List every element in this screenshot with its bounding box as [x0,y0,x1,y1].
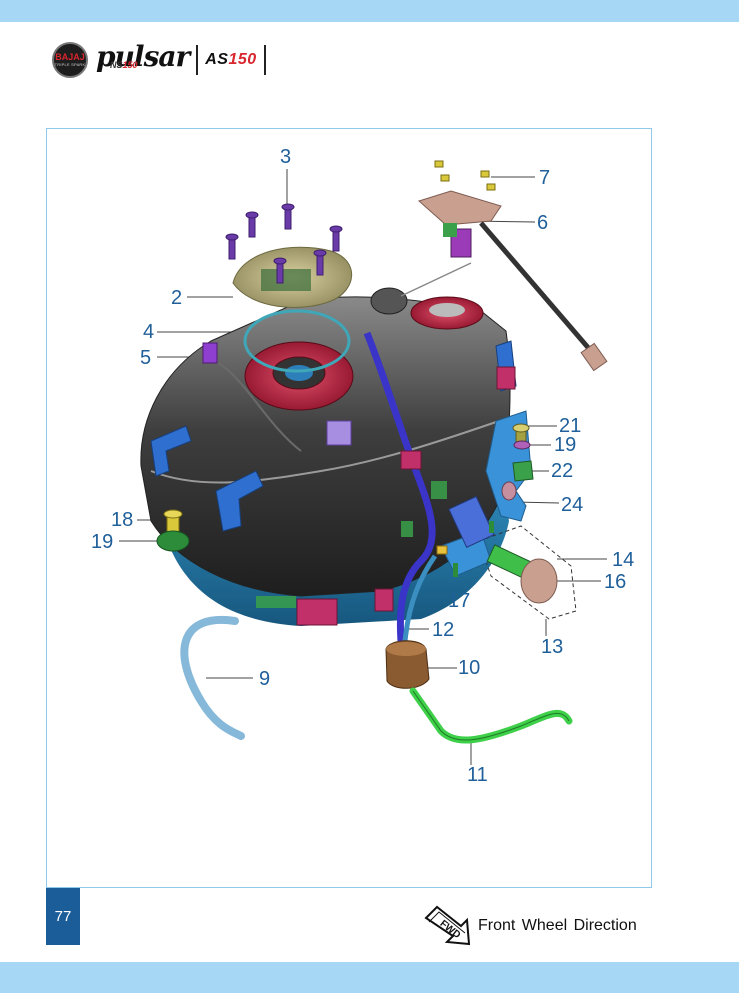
callout-22: 22 [551,460,574,482]
brand-subname: NS150 [110,60,138,70]
badge-text: BAJAJ [55,51,85,62]
callout-14: 14 [612,549,635,571]
callout-11: 11 [467,764,488,786]
pump-cap-16 [520,558,558,604]
fwd-arrow-icon: FWD [424,905,471,946]
fuel-sender-6 [418,190,502,226]
callout-17: 17 [448,590,471,612]
washer-19-left [156,530,190,552]
model-name: AS150 [205,51,256,69]
fuel-pump-box-13 [478,525,577,620]
page-number: 77 [46,888,80,945]
callout-3: 3 [280,146,292,168]
brand-sub-prefix: NS [110,60,123,70]
callout-24: 24 [561,494,584,516]
callout-19a: 19 [554,434,577,456]
callout-7: 7 [539,167,551,189]
nuts-7 [434,160,496,191]
brand-name: pulsar [96,39,190,73]
fuel-tank-exploded-diagram [119,160,608,765]
washer-19 [513,440,531,450]
callout-4: 4 [143,321,155,343]
grommet-22 [512,460,534,482]
callout-18: 18 [111,509,134,531]
callout-21: 21 [559,415,582,437]
diagram-frame: 3 7 6 2 4 5 21 19 22 24 18 19 14 16 17 1… [46,128,652,888]
callout-16: 16 [604,571,627,593]
header-logo: BAJAJ TRIPLE SPARK pulsar AS150 [52,40,273,80]
model-prefix: AS [205,51,229,68]
logo-divider [196,45,199,75]
callout-10: 10 [458,657,481,679]
callout-19b: 19 [91,531,114,553]
brand-badge-icon: BAJAJ TRIPLE SPARK [52,42,88,78]
callout-5: 5 [140,347,152,369]
breather-hose-12 [363,331,436,642]
callout-13: 13 [541,636,564,658]
front-wheel-direction-label: Front Wheel Direction [478,917,637,934]
callout-9: 9 [259,668,271,690]
badge-subtext: TRIPLE SPARK [54,61,86,67]
bolts-3 [225,203,343,284]
top-band [0,0,739,22]
callout-2: 2 [171,287,183,309]
brand-sub-suffix: 150 [122,60,138,70]
clip-5 [202,342,218,364]
callout-6: 6 [537,212,549,234]
o-ring-4 [243,309,351,373]
spacer-24 [501,481,517,501]
bottom-band [0,962,739,993]
callout-12: 12 [432,619,455,641]
drain-hose-9 [180,615,245,740]
logo-divider-end [263,45,266,75]
model-suffix: 150 [228,51,257,68]
